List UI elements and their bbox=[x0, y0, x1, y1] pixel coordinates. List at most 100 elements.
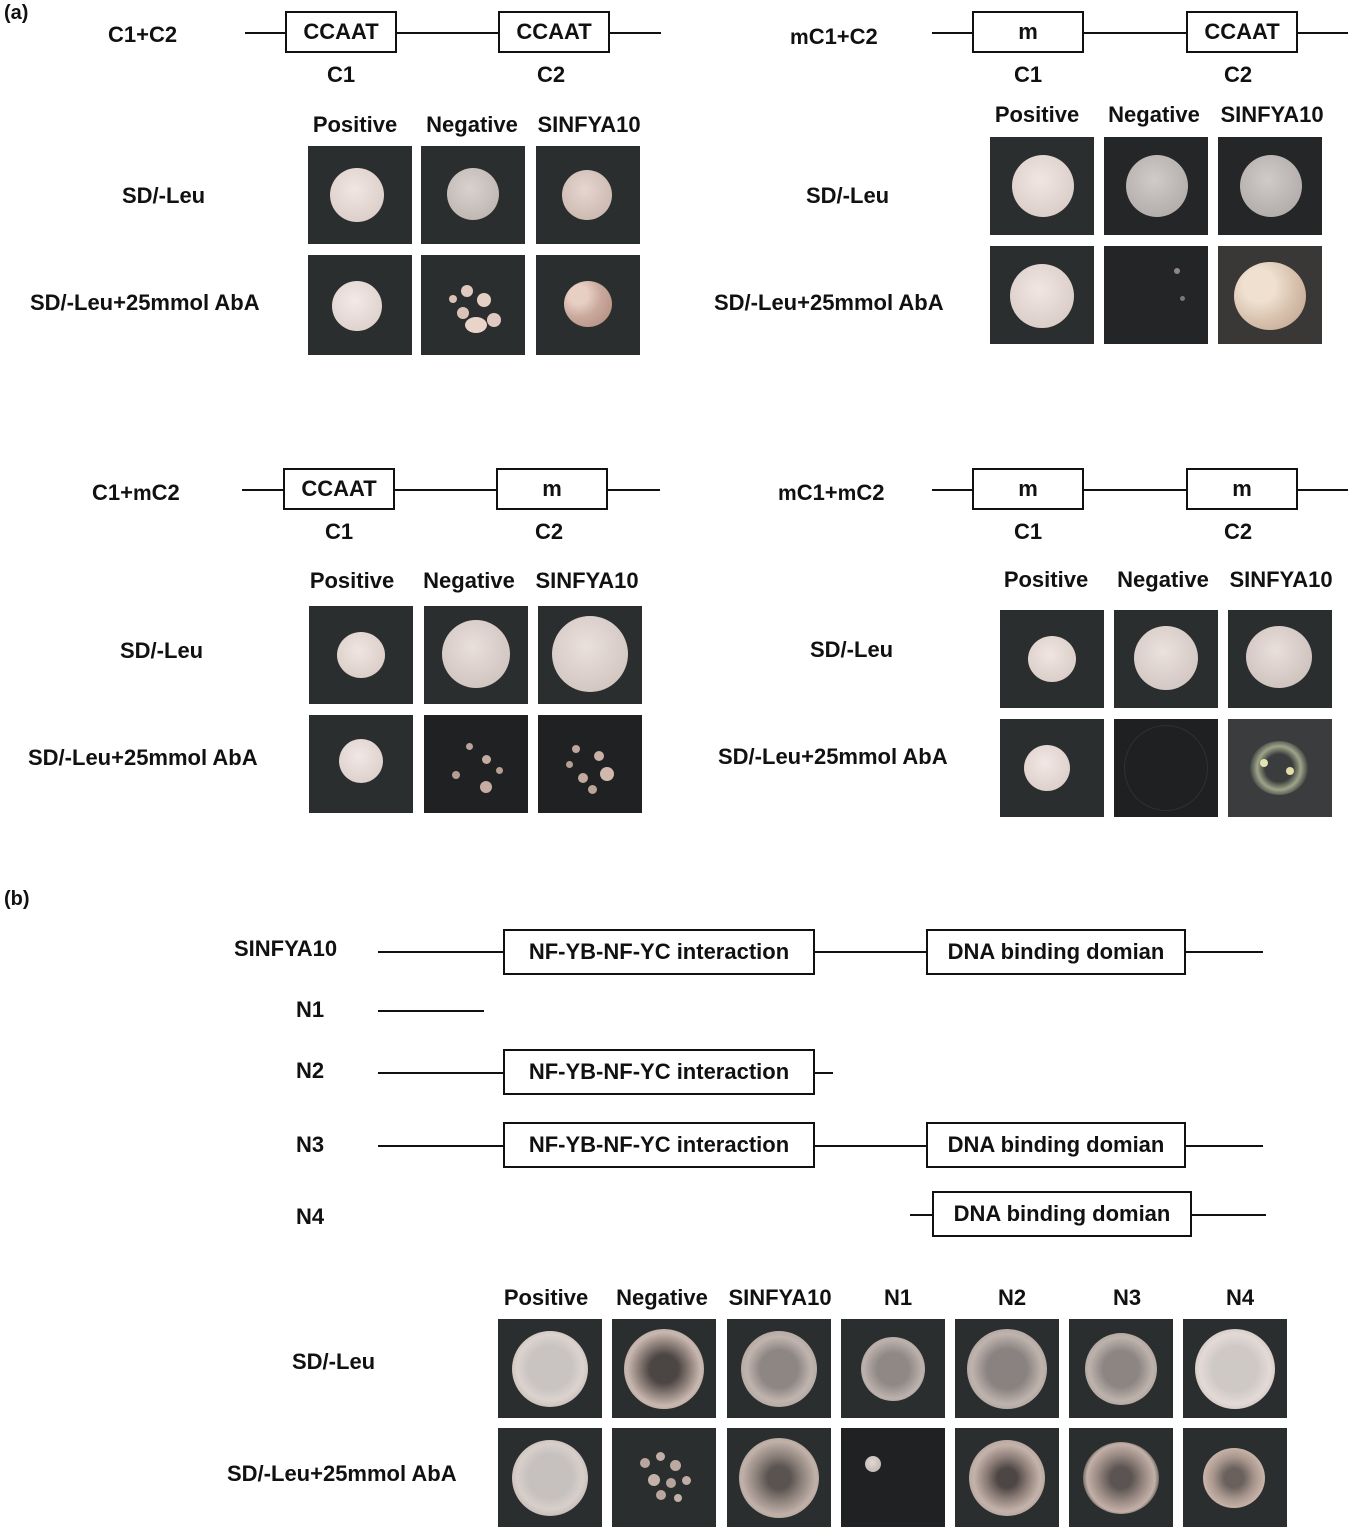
title-prefix-m: m bbox=[778, 482, 797, 505]
site-box-c1: CCAAT bbox=[283, 468, 395, 510]
site-box-c2: CCAAT bbox=[1186, 11, 1298, 53]
protein-label-n3: N3 bbox=[296, 1132, 325, 1157]
colony bbox=[656, 1490, 666, 1500]
construct-title-mc1c2: mC1+C2 bbox=[790, 24, 878, 50]
colony bbox=[330, 168, 384, 222]
colony-tile bbox=[1228, 610, 1332, 708]
colony-tile bbox=[955, 1319, 1059, 1418]
interaction-domain-box: NF-YB-NF-YC interaction bbox=[503, 1122, 815, 1168]
colony-tile bbox=[1104, 137, 1208, 235]
title-end: C2 bbox=[151, 480, 180, 505]
colony bbox=[967, 1329, 1047, 1409]
colony bbox=[1012, 155, 1074, 217]
colony bbox=[656, 1452, 665, 1461]
colony bbox=[487, 313, 501, 327]
colony bbox=[624, 1329, 704, 1409]
colony bbox=[562, 170, 612, 220]
column-header-positive: Positive bbox=[309, 568, 395, 593]
colony bbox=[1195, 1329, 1275, 1409]
site-label-c1: C1 bbox=[1013, 62, 1043, 87]
row-label-sd-leu: SD/-Leu bbox=[292, 1349, 376, 1374]
colony bbox=[739, 1438, 819, 1518]
colony-tile bbox=[498, 1428, 602, 1527]
promoter-line bbox=[245, 32, 661, 34]
protein-label-n4: N4 bbox=[296, 1204, 325, 1229]
colony bbox=[442, 620, 510, 688]
colony-tile bbox=[1104, 246, 1208, 344]
colony-tile bbox=[421, 255, 525, 355]
promoter-line bbox=[932, 489, 1348, 491]
colony bbox=[337, 632, 385, 678]
title-prefix-m: m bbox=[790, 26, 809, 49]
colony bbox=[1028, 636, 1076, 682]
site-box-c1: m bbox=[972, 11, 1084, 53]
colony bbox=[1126, 155, 1188, 217]
row-label-sd-leu: SD/-Leu bbox=[122, 183, 206, 208]
row-label-sd-leu-aba: SD/-Leu+25mmol AbA bbox=[714, 290, 944, 315]
colony-tile bbox=[308, 255, 412, 355]
colony bbox=[447, 168, 499, 220]
colony bbox=[566, 761, 573, 768]
colony-tile bbox=[538, 715, 642, 813]
row-label-sd-leu: SD/-Leu bbox=[810, 637, 894, 662]
protein-line bbox=[378, 951, 1263, 953]
colony bbox=[1240, 155, 1302, 217]
colony bbox=[1250, 741, 1308, 795]
colony bbox=[578, 773, 588, 783]
column-header-n2: N2 bbox=[997, 1285, 1027, 1310]
column-header-sinfya10: SINFYA10 bbox=[1220, 102, 1324, 127]
column-header-positive: Positive bbox=[994, 102, 1080, 127]
protein-line bbox=[378, 1010, 484, 1012]
site-box-c2: m bbox=[496, 468, 608, 510]
construct-title-c1c2: C1+C2 bbox=[108, 22, 178, 47]
column-header-sinfya10: SINFYA10 bbox=[1229, 567, 1333, 592]
promoter-line bbox=[242, 489, 660, 491]
site-label-c2: C2 bbox=[1223, 62, 1253, 87]
column-header-negative: Negative bbox=[426, 112, 518, 137]
colony bbox=[496, 767, 503, 774]
site-label-c2: C2 bbox=[534, 519, 564, 544]
colony-tile bbox=[421, 146, 525, 244]
colony bbox=[1174, 268, 1180, 274]
title-text: C1+ bbox=[796, 480, 838, 505]
colony bbox=[457, 307, 469, 319]
colony-tile bbox=[424, 606, 528, 704]
site-box-c2: m bbox=[1186, 468, 1298, 510]
colony-tile bbox=[1069, 1428, 1173, 1527]
site-label-c1: C1 bbox=[326, 62, 356, 87]
colony-tile bbox=[1218, 137, 1322, 235]
column-header-negative: Negative bbox=[1117, 567, 1209, 592]
title-m: m bbox=[132, 482, 152, 505]
column-header-n4: N4 bbox=[1225, 1285, 1255, 1310]
site-box-c1: CCAAT bbox=[285, 11, 397, 53]
colony bbox=[1286, 767, 1294, 775]
column-header-n1: N1 bbox=[883, 1285, 913, 1310]
colony bbox=[640, 1458, 650, 1468]
colony bbox=[1234, 262, 1306, 330]
row-label-sd-leu-aba: SD/-Leu+25mmol AbA bbox=[718, 744, 948, 769]
colony bbox=[1085, 1333, 1157, 1405]
promoter-line bbox=[932, 32, 1348, 34]
column-header-positive: Positive bbox=[503, 1285, 589, 1310]
row-label-sd-leu: SD/-Leu bbox=[806, 183, 890, 208]
protein-label-n2: N2 bbox=[296, 1058, 325, 1083]
colony-tile bbox=[727, 1319, 831, 1418]
construct-title-mc1mc2: mC1+mC2 bbox=[778, 480, 884, 506]
colony bbox=[969, 1440, 1045, 1516]
colony bbox=[1180, 296, 1185, 301]
colony bbox=[861, 1337, 925, 1401]
column-header-n3: N3 bbox=[1112, 1285, 1142, 1310]
colony bbox=[512, 1331, 588, 1407]
colony bbox=[332, 281, 382, 331]
colony-tile bbox=[1183, 1428, 1287, 1527]
colony bbox=[1010, 264, 1074, 328]
site-box-c2: CCAAT bbox=[498, 11, 610, 53]
colony bbox=[480, 781, 492, 793]
dna-binding-domain-box: DNA binding domian bbox=[932, 1191, 1192, 1237]
protein-line bbox=[378, 1145, 1263, 1147]
colony-tile bbox=[727, 1428, 831, 1527]
colony-tile bbox=[841, 1319, 945, 1418]
colony bbox=[1024, 745, 1070, 791]
colony-tile bbox=[538, 606, 642, 704]
colony-tile bbox=[498, 1319, 602, 1418]
